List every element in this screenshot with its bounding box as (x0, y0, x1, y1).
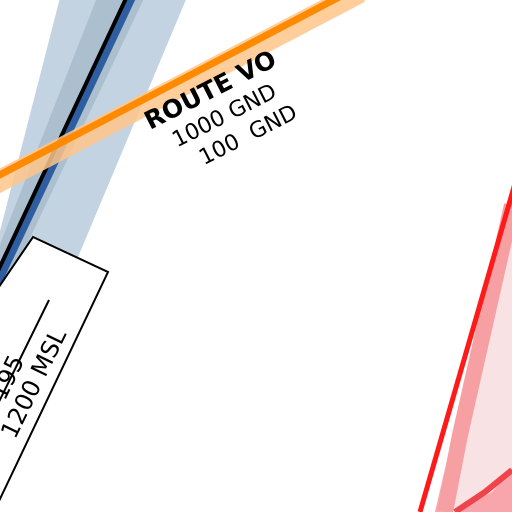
restricted-area[interactable] (417, 180, 512, 515)
restricted-area-inner-border (453, 467, 512, 515)
restricted-area-inner-band (437, 203, 512, 514)
route-buffer (0, 0, 366, 194)
restricted-area-border (417, 184, 512, 513)
altitude-box[interactable]: 195 1200 MSL (0, 235, 110, 512)
airway-corridor (0, 0, 186, 446)
altitude-box-divider (0, 299, 50, 402)
altitude-box-frame (0, 235, 110, 502)
route-vo[interactable] (0, 0, 366, 194)
route-line (0, 0, 342, 179)
